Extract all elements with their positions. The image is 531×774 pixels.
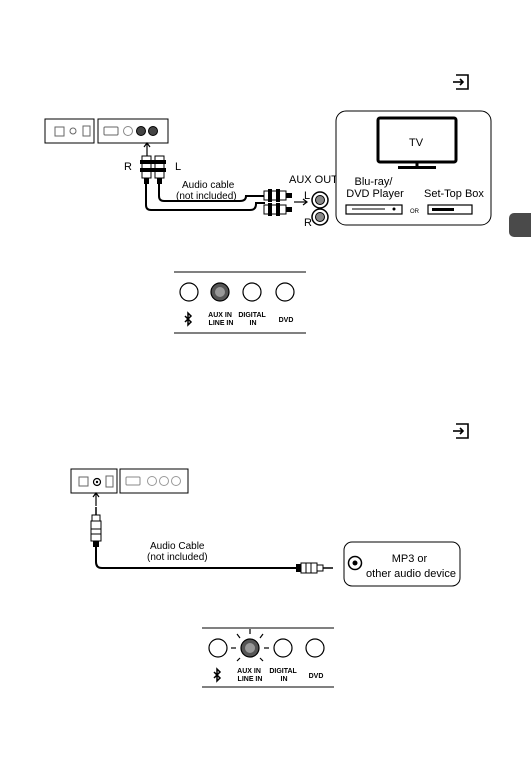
dvd-label: DVD: [309, 673, 324, 680]
dvd-led: [305, 638, 325, 658]
plug-label-l: L: [175, 161, 181, 173]
source-devices-box: TV Blu-ray/ DVD Player Set-Top Box OR: [335, 110, 492, 226]
aux-in-led-lit: [231, 629, 269, 662]
speaker-back-panel: [44, 118, 169, 144]
dvd-led: [275, 282, 295, 302]
settop-label: Set-Top Box: [424, 188, 484, 200]
source-indicator-panel-2: AUX IN LINE IN DIGITAL IN DVD: [202, 627, 334, 688]
aux-out-l-label: L: [304, 190, 310, 202]
aux-in-label: AUX IN LINE IN: [237, 668, 263, 683]
mp3-device-box: MP3 or other audio device: [343, 541, 461, 587]
audio-cable-label: Audio cable (not included): [176, 180, 237, 202]
dvd-label: DVD: [279, 317, 294, 324]
input-source-icon: [453, 423, 469, 439]
tv-label: TV: [409, 137, 424, 149]
speaker-back-panel: [70, 468, 189, 494]
bluray-player-icon: [345, 204, 403, 215]
or-label: OR: [410, 209, 420, 215]
bluetooth-icon: [184, 311, 193, 327]
rca-plug-r: [140, 155, 153, 184]
aux-in-label: AUX IN LINE IN: [208, 312, 234, 327]
bluray-label: Blu-ray/ DVD Player: [346, 176, 404, 200]
bluetooth-led: [208, 638, 228, 658]
bluetooth-led: [179, 282, 199, 302]
aux-out-r-label: R: [304, 217, 312, 229]
connect-arrow-icon: [294, 198, 308, 206]
audio-cable-label-2: Audio Cable (not included): [147, 541, 208, 563]
settop-box-icon: [427, 204, 473, 215]
rca-plug-l: [153, 155, 166, 184]
section-tab-marker: [509, 213, 531, 237]
digital-in-label: DIGITAL IN: [269, 668, 298, 683]
mini-jack-plug-top: [90, 507, 102, 547]
source-indicator-panel: AUX IN LINE IN DIGITAL IN DVD: [174, 271, 306, 334]
digital-in-label: DIGITAL IN: [238, 312, 267, 327]
tv-icon: [376, 116, 458, 169]
mini-jack-plug-right: [296, 562, 333, 574]
aux-out-title: AUX OUT: [289, 174, 338, 186]
aux-out-jack-l: [311, 191, 329, 209]
mp3-device-label: MP3 or other audio device: [366, 553, 456, 580]
digital-in-led: [273, 638, 293, 658]
connect-arrow-icon: [92, 492, 100, 506]
plug-label-r: R: [124, 161, 132, 173]
bluetooth-icon: [213, 667, 222, 683]
input-source-icon: [453, 74, 469, 90]
digital-in-led: [242, 282, 262, 302]
led-glow-rays: [231, 629, 269, 662]
aux-in-led: [210, 282, 230, 302]
audio-cable-line: [145, 184, 265, 211]
connect-arrow-icon: [143, 142, 151, 157]
rca-plug-pair: [263, 189, 292, 216]
audio-cable-line-2: [95, 547, 296, 569]
aux-out-jack-r: [311, 208, 329, 226]
